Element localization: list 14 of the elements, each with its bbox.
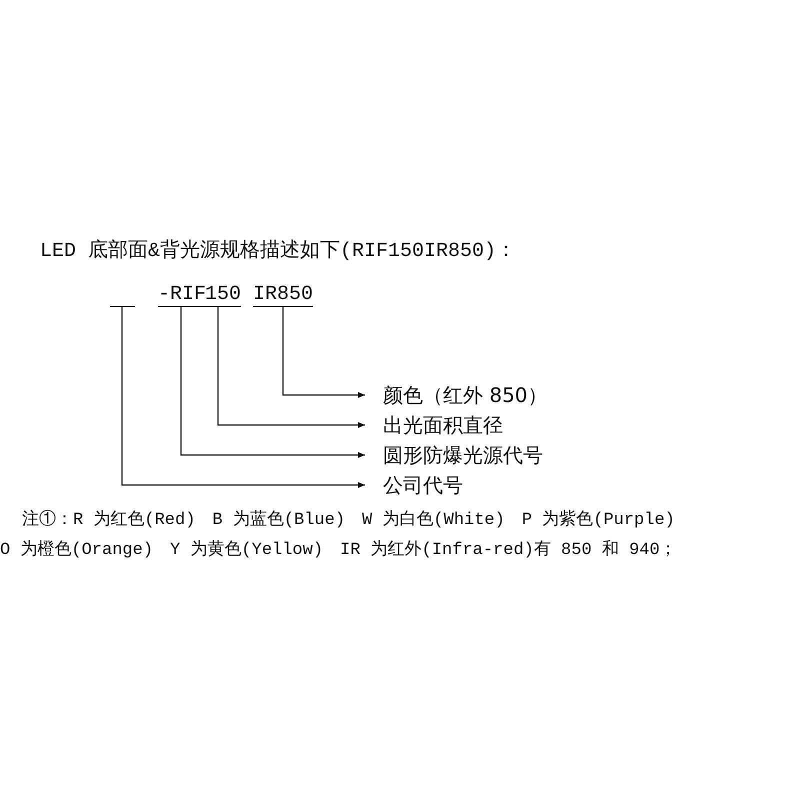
description-text: 颜色（红外 850） xyxy=(383,383,548,407)
code-segment: IR850 xyxy=(253,284,314,307)
leader-arrow xyxy=(282,307,365,398)
note-text: O 为橙色(Orange) Y 为黄色(Yellow) IR 为红外(Infra-red)有 850 和 940； xyxy=(0,539,677,560)
leader-arrow xyxy=(121,307,365,488)
description-text: 圆形防爆光源代号 xyxy=(383,443,543,467)
code-segment: 150 xyxy=(205,284,242,307)
description-text: 公司代号 xyxy=(383,473,463,497)
note-text: 注①：R 为红色(Red) B 为蓝色(Blue) W 为白色(White) P 为紫色(Purple) xyxy=(22,508,675,530)
leader-arrow xyxy=(217,307,365,428)
code-segment: -RIF xyxy=(158,284,206,307)
description-text: 出光面积直径 xyxy=(383,413,503,437)
leader-arrow xyxy=(180,307,365,458)
heading: LED 底部面&背光源规格描述如下(RIF150IR850)： xyxy=(40,238,516,263)
